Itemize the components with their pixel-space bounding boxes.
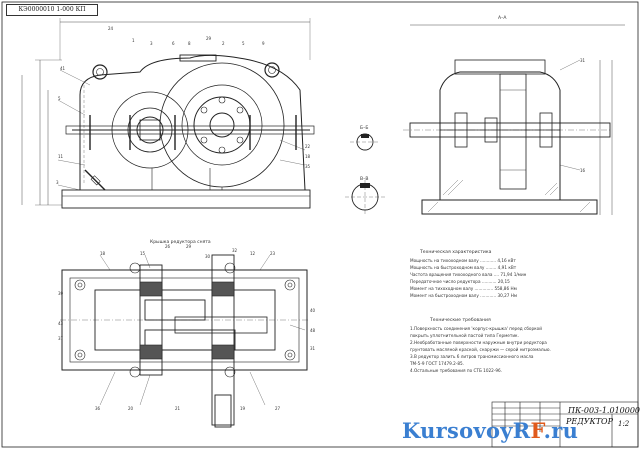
watermark-tail: .ru [543, 418, 579, 443]
svg-text:43: 43 [58, 321, 64, 326]
section-vv-caption: В–В [360, 177, 369, 182]
svg-text:18: 18 [305, 154, 311, 159]
watermark-main: KursovoyR [402, 418, 531, 443]
svg-text:3: 3 [56, 180, 59, 185]
svg-text:16: 16 [580, 168, 586, 173]
tech-requirements-line: 4.Остальные требования по СТБ 1022-96. [410, 368, 503, 373]
svg-text:26: 26 [165, 244, 171, 249]
svg-text:27: 27 [275, 406, 281, 411]
svg-text:3: 3 [150, 41, 153, 46]
title-block-scale: 1:2 [618, 420, 630, 428]
svg-text:36: 36 [95, 406, 101, 411]
front-view [21, 18, 315, 209]
section-bb-caption: Б–Б [360, 126, 369, 131]
tech-requirements-line: 1.Поверхность соединения 'корпус-крышка'… [410, 326, 542, 331]
top-view [60, 254, 310, 428]
tech-requirements-heading: Технические требования [430, 318, 491, 323]
svg-text:6: 6 [172, 41, 175, 46]
svg-text:11: 11 [58, 154, 64, 159]
svg-text:8: 8 [188, 41, 191, 46]
drawing-frame-id: КЭ0000010 1-000 КП [6, 4, 98, 16]
title-block-name: РЕДУКТОР [566, 417, 613, 426]
svg-text:31: 31 [310, 346, 316, 351]
svg-text:24: 24 [108, 26, 114, 31]
tech-requirements-line: покрыть уплотнительной пастой типа Герме… [410, 333, 519, 338]
watermark-rf: F [530, 418, 544, 443]
svg-text:29: 29 [206, 36, 212, 41]
tech-characteristics-line: Частота вращения тихоходного вала .... 7… [410, 272, 527, 277]
svg-text:40: 40 [310, 308, 316, 313]
top-view-caption: Крышка редуктора снята [150, 240, 211, 245]
svg-text:9: 9 [262, 41, 265, 46]
svg-text:41: 41 [60, 66, 66, 71]
tech-requirements-line: грунтовать масляной краской, снаружи — с… [410, 347, 551, 352]
tech-characteristics-line: Передаточное число редуктора ...........… [410, 279, 510, 284]
svg-text:22: 22 [305, 144, 311, 149]
svg-text:5: 5 [242, 41, 245, 46]
section-aa-caption: А–А [498, 16, 507, 21]
svg-text:48: 48 [310, 328, 316, 333]
svg-text:21: 21 [175, 406, 181, 411]
svg-text:29: 29 [186, 244, 192, 249]
svg-text:35: 35 [305, 164, 311, 169]
tech-characteristics-line: Момент на тихоходном валу ..............… [410, 286, 517, 291]
tech-characteristics-line: Мощность на быстроходном валу ........ 4… [410, 265, 517, 270]
svg-text:30: 30 [205, 254, 211, 259]
title-block-code: ПК-003-1.010000СБ [568, 406, 640, 415]
tech-characteristics-line: Момент на быстроходном валу ............… [410, 293, 518, 298]
svg-text:2: 2 [222, 41, 225, 46]
svg-text:32: 32 [232, 248, 238, 253]
section-views [345, 133, 385, 214]
svg-text:31: 31 [580, 58, 586, 63]
svg-text:23: 23 [270, 251, 276, 256]
tech-requirements-line: ТМ-5-9 ГОСТ 17479.2-85. [410, 361, 465, 366]
svg-text:18: 18 [100, 251, 106, 256]
svg-text:20: 20 [128, 406, 134, 411]
tech-characteristics-line: Мощность на тихоходном валу ............… [410, 258, 516, 263]
svg-text:1: 1 [132, 38, 135, 43]
svg-text:5: 5 [58, 96, 61, 101]
title-block [491, 401, 639, 448]
tech-characteristics-heading: Техническая характеристика [420, 250, 492, 255]
site-watermark: KursovoyRF.ru [402, 418, 638, 446]
tech-requirements-line: 3.В редуктор залить 6 литров трансмиссио… [410, 354, 534, 359]
svg-text:12: 12 [250, 251, 256, 256]
side-view [403, 24, 625, 215]
tech-requirements-line: 2.Необработанные поверхности наружные вн… [410, 340, 547, 345]
svg-text:37: 37 [58, 336, 64, 341]
svg-text:39: 39 [58, 291, 64, 296]
svg-text:19: 19 [240, 406, 246, 411]
svg-text:15: 15 [140, 251, 146, 256]
